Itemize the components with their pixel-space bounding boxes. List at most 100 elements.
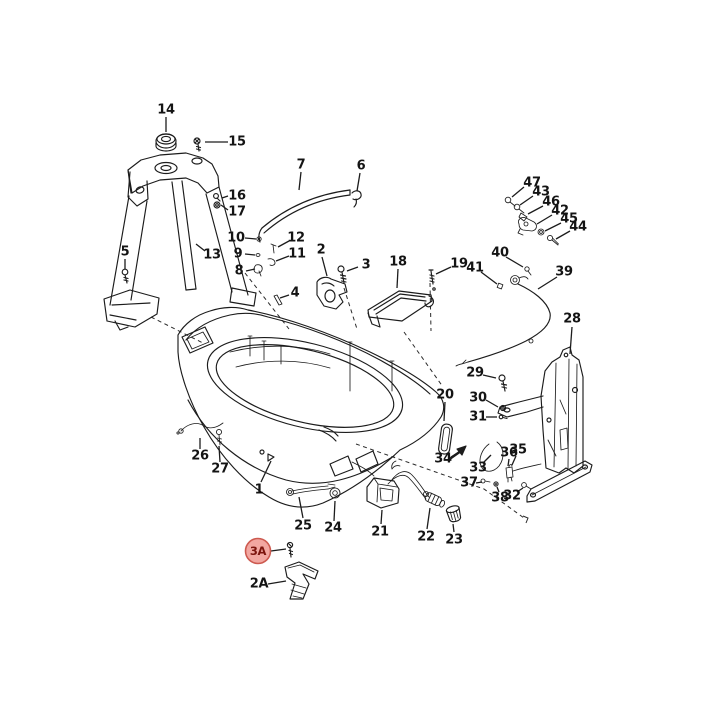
trim-seal-7-drawing: [258, 189, 362, 243]
hardware-8-12-drawing: [253, 236, 283, 306]
leader-line: [511, 455, 517, 466]
part-callout-40: 40: [491, 246, 524, 268]
leader-line: [220, 204, 229, 211]
part-callout-33: 33: [469, 454, 492, 476]
leader-line: [450, 451, 460, 458]
part-number-43: 43: [532, 185, 550, 200]
leader-line: [475, 481, 483, 484]
part-number-35: 35: [509, 443, 527, 458]
part-callout-20: 20: [436, 388, 454, 422]
part-callout-29: 29: [466, 366, 497, 381]
part-callout-35: 35: [509, 443, 527, 466]
leader-line: [380, 509, 383, 525]
part-callout-45: 45: [544, 212, 578, 232]
leader-line: [245, 268, 256, 272]
part-callout-25: 25: [294, 496, 312, 534]
construction-lines: [150, 272, 529, 524]
part-number-7: 7: [297, 158, 306, 173]
part-callout-2A: 2A: [250, 577, 287, 592]
part-number-27: 27: [211, 462, 229, 477]
part-callout-30: 30: [469, 391, 499, 408]
part-callout-39: 39: [537, 265, 573, 290]
leader-line: [298, 171, 302, 191]
part-callout-42: 42: [536, 204, 569, 225]
bracket-28-drawing: [497, 346, 593, 503]
part-callout-24: 24: [324, 500, 342, 536]
part-number-21: 21: [371, 525, 389, 540]
part-number-1: 1: [255, 483, 264, 498]
leader-line: [279, 294, 290, 299]
part-number-24: 24: [324, 521, 342, 536]
part-number-9: 9: [234, 247, 243, 262]
leader-line: [267, 580, 287, 585]
plate-18-drawing: [367, 269, 436, 328]
part-number-14: 14: [157, 103, 175, 118]
part-callout-3: 3: [346, 258, 371, 273]
leader-line: [218, 445, 221, 463]
leader-line: [435, 266, 452, 275]
leader-line: [298, 496, 304, 519]
part-callout-16: 16: [221, 189, 246, 204]
cable-26-drawing: [176, 422, 224, 446]
part-callout-12: 12: [277, 231, 305, 248]
cap-23-drawing: [445, 505, 462, 523]
part-number-10: 10: [227, 231, 245, 246]
part-number-38: 38: [491, 491, 509, 506]
stud-19-drawing: [428, 269, 435, 285]
leader-line: [270, 548, 287, 552]
leader-line: [356, 172, 361, 192]
part-number-8: 8: [235, 264, 244, 279]
part-number-4: 4: [291, 286, 300, 301]
screw-3a-drawing: [286, 541, 294, 558]
part-number-42: 42: [551, 204, 569, 219]
leader-line: [426, 507, 431, 530]
part-number-18: 18: [389, 255, 407, 270]
part-number-3A: 3A: [250, 544, 267, 558]
leader-line: [507, 458, 510, 467]
grommet-24-drawing: [332, 490, 338, 496]
part-number-3: 3: [362, 258, 371, 273]
cable-39-drawing: [455, 266, 551, 367]
part-callout-34: 34: [434, 451, 460, 467]
part-callout-47: 47: [511, 176, 541, 198]
part-number-46: 46: [542, 195, 560, 210]
leader-line: [260, 460, 272, 483]
part-number-36: 36: [500, 446, 518, 461]
part-number-13: 13: [203, 248, 221, 263]
leader-line: [443, 401, 446, 422]
part-callout-17: 17: [220, 204, 246, 220]
part-number-29: 29: [466, 366, 484, 381]
leader-line: [452, 523, 455, 533]
part-callout-10: 10: [227, 231, 257, 246]
leader-line: [275, 255, 290, 262]
leader-line: [244, 253, 256, 256]
part-number-16: 16: [228, 189, 246, 204]
part-callout-31: 31: [469, 410, 497, 425]
part-callout-32: 32: [503, 487, 524, 504]
leader-line: [496, 486, 500, 493]
part-callout-13: 13: [195, 243, 221, 263]
part-callout-36: 36: [500, 446, 518, 467]
leader-line: [482, 454, 492, 464]
part-number-26: 26: [191, 449, 209, 464]
part-callout-8: 8: [235, 264, 256, 279]
part-number-2: 2: [317, 243, 326, 258]
part-callout-28: 28: [563, 312, 581, 355]
bottom-cowl-1-drawing: [177, 306, 445, 508]
part-callout-43: 43: [519, 185, 550, 206]
part-number-34: 34: [434, 452, 452, 467]
part-number-5: 5: [121, 245, 130, 260]
part-callout-6: 6: [356, 159, 366, 192]
hook-6-drawing: [351, 190, 362, 208]
highlight-circle: [244, 537, 272, 565]
leader-line: [511, 186, 525, 198]
bolt-27-drawing: [217, 434, 222, 446]
part-number-23: 23: [445, 533, 463, 548]
leader-line: [537, 276, 558, 290]
part-callout-46: 46: [527, 195, 560, 215]
part-number-31: 31: [469, 410, 487, 425]
harness-22-drawing: [351, 460, 446, 508]
part-number-25: 25: [294, 519, 312, 534]
leader-line: [519, 195, 534, 206]
